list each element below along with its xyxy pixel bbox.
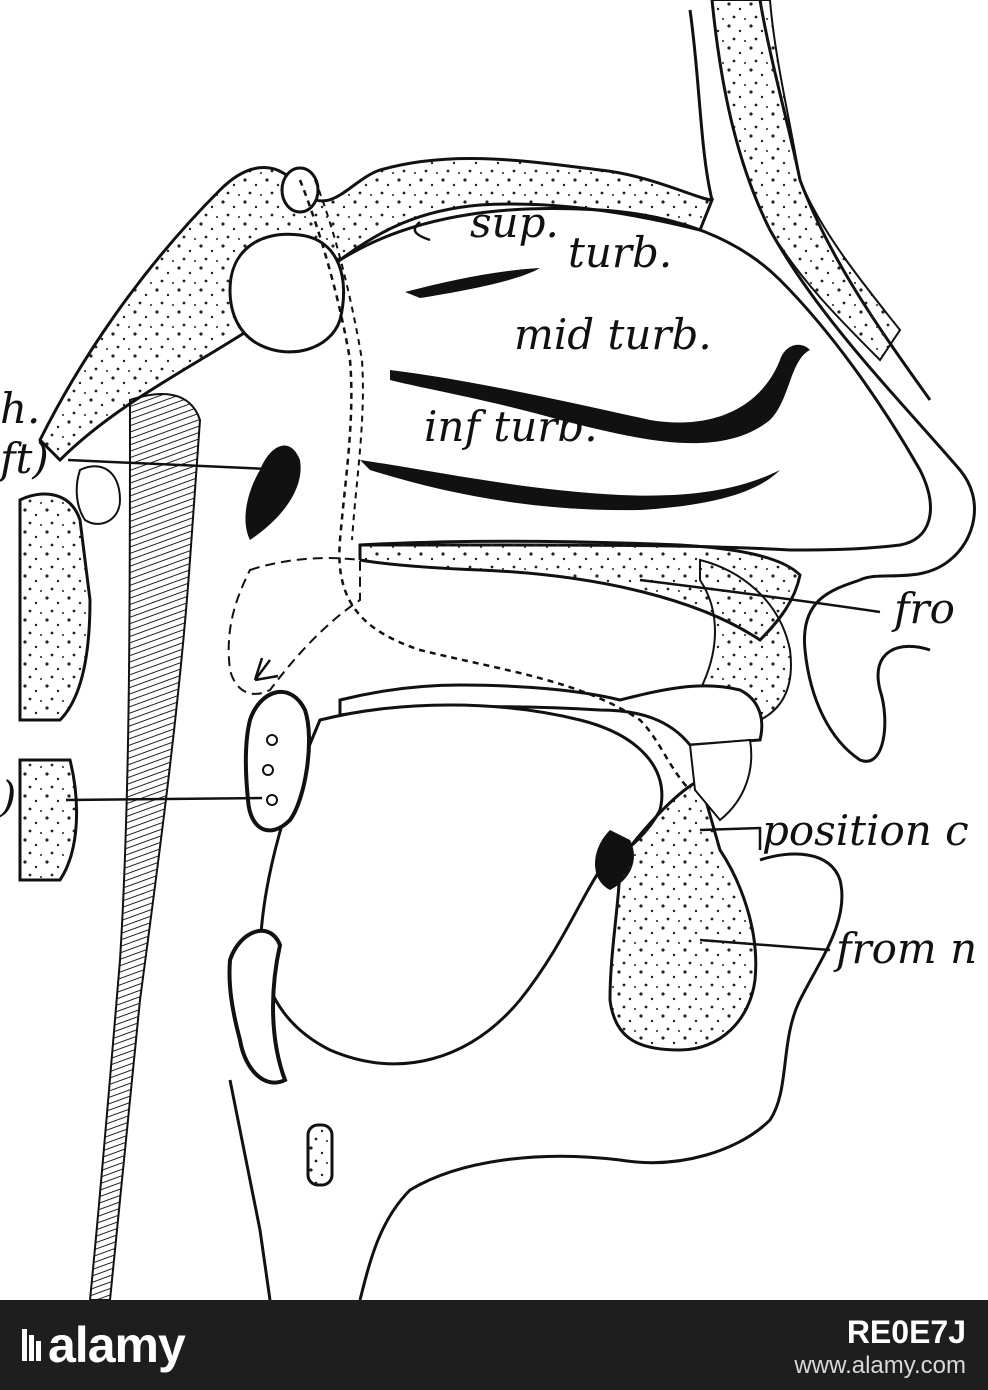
site-url[interactable]: www.alamy.com	[794, 1352, 966, 1379]
hard-palate	[358, 539, 802, 642]
sagittal-head-drawing	[18, 0, 976, 1300]
upper-teeth	[338, 683, 764, 747]
nasal-bone	[710, 0, 902, 362]
alamy-mark-icon	[22, 1329, 41, 1361]
lower-teeth	[688, 738, 753, 822]
larynx	[228, 1079, 272, 1300]
anatomical-figure: sup. turb. mid turb. inf turb. h. ft) ) …	[0, 0, 978, 1300]
label-ph-fragment: h.	[0, 384, 41, 433]
label-ft-fragment: ft)	[0, 434, 49, 483]
cervical-spine	[18, 492, 92, 882]
inferior-turbinate	[360, 460, 780, 511]
label-sup-turb: turb.	[568, 228, 673, 277]
label-position-fragment: position c	[762, 806, 969, 855]
tongue	[258, 703, 664, 1066]
maxilla-front	[698, 558, 792, 722]
logo-text: alamy	[48, 1317, 186, 1373]
label-sup: sup.	[470, 198, 559, 247]
leader-lines	[65, 221, 881, 952]
label-inf-turb: inf turb.	[424, 402, 598, 451]
epiglottis	[227, 928, 288, 1085]
nerve-path	[298, 179, 691, 791]
pituitary	[280, 166, 320, 214]
label-fro-fragment: fro	[894, 584, 955, 633]
nerve-path-branch	[314, 179, 364, 541]
eustachian-orifice	[245, 445, 301, 540]
label-from-m-fragment: from n	[836, 924, 978, 973]
label-mid-turb: mid turb.	[514, 310, 712, 359]
alamy-logo: alamy	[20, 1316, 186, 1374]
tonsil	[243, 689, 312, 833]
pharynx-wall	[88, 393, 202, 1300]
stock-footer-bar: alamy RE0E7J www.alamy.com	[0, 1300, 988, 1390]
atlas-vertebra	[75, 465, 122, 525]
nerve-arrow	[253, 657, 279, 682]
superior-turbinate	[405, 268, 540, 298]
sphenoid-sinus	[228, 232, 346, 354]
label-paren-fragment: )	[0, 772, 17, 821]
hyoid-cartilage	[306, 1123, 334, 1187]
tonsil-crypt	[266, 794, 278, 806]
soft-palate	[227, 557, 361, 695]
chin-neck	[358, 852, 844, 1300]
middle-turbinate	[390, 344, 810, 444]
upper-lip	[802, 578, 931, 763]
image-id: RE0E7J	[846, 1314, 966, 1350]
tonsil-crypt	[262, 764, 274, 776]
tonsil-crypt	[266, 734, 278, 746]
